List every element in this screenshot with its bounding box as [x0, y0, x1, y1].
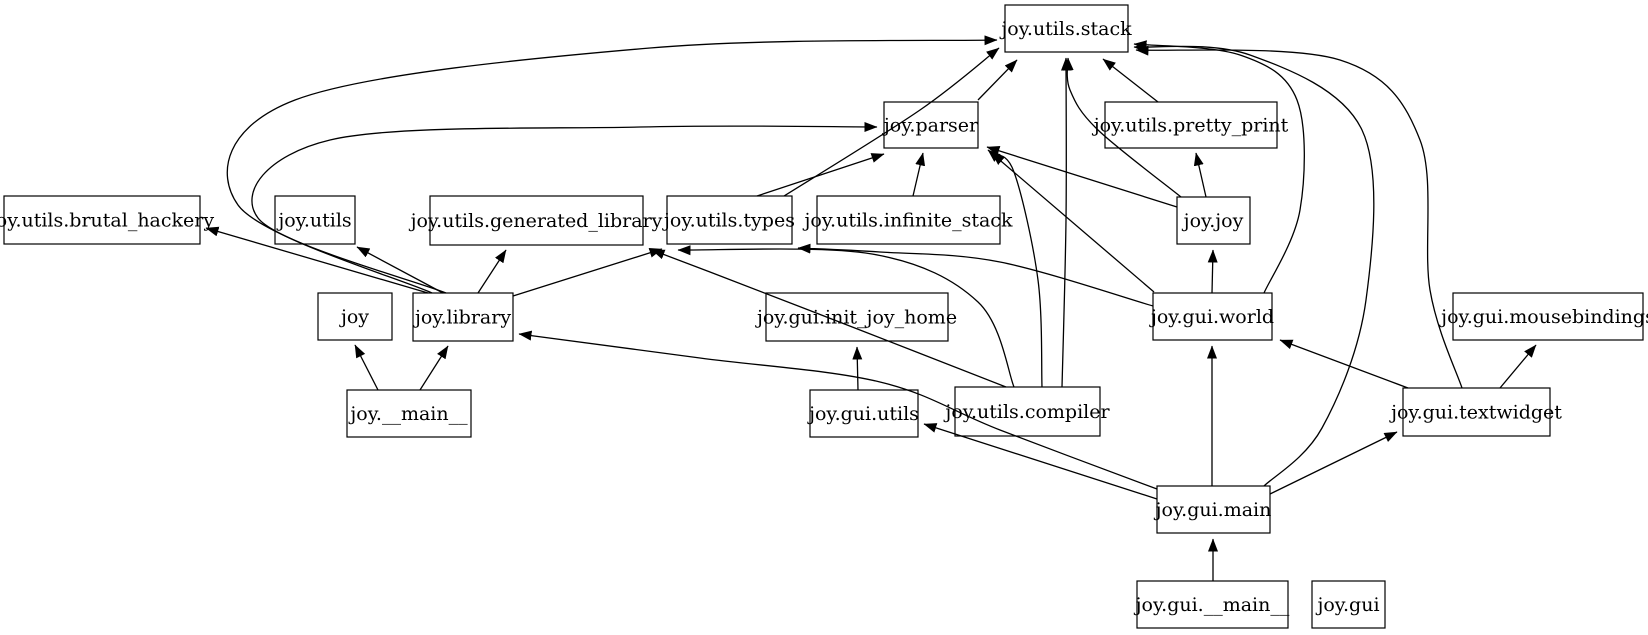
node-stack: joy.utils.stack [999, 4, 1132, 53]
edge-types-to-stack [783, 47, 1000, 197]
node-gui: joy.gui [1311, 580, 1386, 629]
edge-compiler-to-stack [1061, 57, 1072, 388]
node-box-gui [1311, 580, 1386, 629]
node-label: joy.utils.compiler [943, 401, 1110, 423]
edge-parser-to-stack [977, 59, 1018, 101]
edge-gui-main-to-library [518, 330, 1158, 490]
edge-main--to-joy [354, 344, 379, 391]
node-label: joy.utils.types [662, 210, 795, 232]
edge-gui-main-to-stack [1133, 42, 1375, 487]
edge-main--to-library [419, 345, 449, 391]
node-box-gui-main [1156, 485, 1271, 534]
node-label: joy.gui.world [1149, 306, 1274, 328]
edge-library-to-types [512, 247, 663, 297]
node-label: joy.gui [1315, 594, 1379, 616]
node-label: joy.joy [1182, 210, 1244, 232]
node-box-pretty-print [1104, 101, 1278, 149]
edge-compiler-to-generated-library [651, 249, 1007, 388]
node-parser: joy.parser [882, 101, 979, 149]
node-label: joy.utils.brutal_hackery [0, 210, 214, 232]
node-label: joy.__main__ [348, 403, 468, 425]
node-box-compiler [954, 386, 1101, 437]
node-utils: joy.utils [274, 195, 356, 245]
node-box-world [1152, 292, 1273, 341]
edge-textwidget-to-mousebindings [1499, 344, 1537, 389]
node-label: joy.utils.infinite_stack [803, 210, 1013, 232]
node-init-joy-home: joy.gui.init_joy_home [755, 292, 957, 342]
edge-joy-joy-to-stack [1063, 57, 1182, 198]
edge-compiler-to-types [677, 245, 1015, 388]
edge-world-to-joy-joy [1207, 249, 1218, 294]
node-label: joy.gui.textwidget [1389, 402, 1562, 424]
node-box-utils [274, 195, 356, 245]
node-box-library [412, 292, 514, 342]
edge-library-to-brutal-hackery [205, 226, 429, 294]
nodes-layer: joy.utils.stack joy.parser joy.utils.prett… [0, 4, 1648, 629]
node-label: joy.utils.generated_library [409, 210, 663, 232]
edge-compiler-to-parser [991, 152, 1043, 388]
node-box-textwidget [1402, 387, 1551, 437]
node-label: joy.utils.pretty_print [1092, 115, 1289, 137]
node-label: joy.library [413, 307, 511, 329]
node-box-brutal-hackery [3, 195, 201, 245]
edge-textwidget-to-stack [1135, 45, 1463, 389]
node-gui-utils: joy.gui.utils [807, 389, 919, 438]
edge-library-to-stack [226, 35, 998, 294]
node-box-parser [883, 101, 979, 149]
edge-gui-main-to-gui-utils [923, 423, 1158, 500]
node-label: joy.utils [276, 210, 351, 232]
node-box-main- [346, 389, 472, 438]
edges-layer [205, 35, 1537, 581]
node-pretty-print: joy.utils.pretty_print [1092, 101, 1289, 149]
edge-textwidget-to-world [1279, 339, 1409, 389]
node-label: joy.utils.stack [999, 18, 1132, 40]
node-generated-library: joy.utils.generated_library [409, 195, 663, 246]
node-box-generated-library [429, 195, 644, 246]
edge-gui-main-to-textwidget [1269, 431, 1398, 495]
edge-world-to-stack [1133, 40, 1305, 294]
node-library: joy.library [412, 292, 514, 342]
node-gui-main-: joy.gui.__main__ [1134, 580, 1290, 629]
node-gui-main: joy.gui.main [1154, 485, 1272, 534]
node-box-gui-utils [809, 389, 919, 438]
node-label: joy.gui.init_joy_home [755, 307, 957, 329]
node-infinite-stack: joy.utils.infinite_stack [803, 195, 1013, 245]
edge-library-to-generated-library [477, 249, 507, 294]
edge-infinite-stack-to-parser [912, 152, 926, 197]
node-box-mousebindings [1452, 292, 1644, 341]
node-textwidget: joy.gui.textwidget [1389, 387, 1562, 437]
edge-world-to-parser [987, 149, 1155, 293]
edge-library-to-utils [356, 246, 444, 294]
edge-world-to-types [797, 243, 1154, 307]
node-types: joy.utils.types [662, 195, 795, 245]
node-label: joy.gui.mousebindings [1439, 306, 1648, 328]
node-box-infinite-stack [816, 195, 1001, 245]
node-world: joy.gui.world [1149, 292, 1274, 341]
node-box-joy-joy [1176, 196, 1251, 245]
node-box-init-joy-home [765, 292, 949, 342]
edge-types-to-parser [756, 153, 885, 197]
node-box-joy [317, 292, 393, 341]
edge-pretty-print-to-stack [1102, 58, 1159, 103]
node-box-types [666, 195, 793, 245]
node-label: joy.gui.utils [807, 403, 919, 425]
edge-joy-joy-to-pretty-print [1193, 152, 1207, 198]
node-brutal-hackery: joy.utils.brutal_hackery [0, 195, 214, 245]
node-box-stack [1004, 4, 1129, 53]
node-label: joy.gui.main [1154, 499, 1272, 521]
node-joy-joy: joy.joy [1176, 196, 1251, 245]
node-label: joy [339, 306, 369, 328]
node-mousebindings: joy.gui.mousebindings [1439, 292, 1648, 341]
edge-gui-utils-to-init-joy-home [852, 346, 863, 391]
node-main-: joy.__main__ [346, 389, 472, 438]
node-compiler: joy.utils.compiler [943, 386, 1110, 437]
node-joy: joy [317, 292, 393, 341]
edge-joy-joy-to-parser [986, 145, 1178, 208]
node-label: joy.gui.__main__ [1134, 594, 1290, 616]
node-box-gui-main- [1136, 580, 1289, 629]
